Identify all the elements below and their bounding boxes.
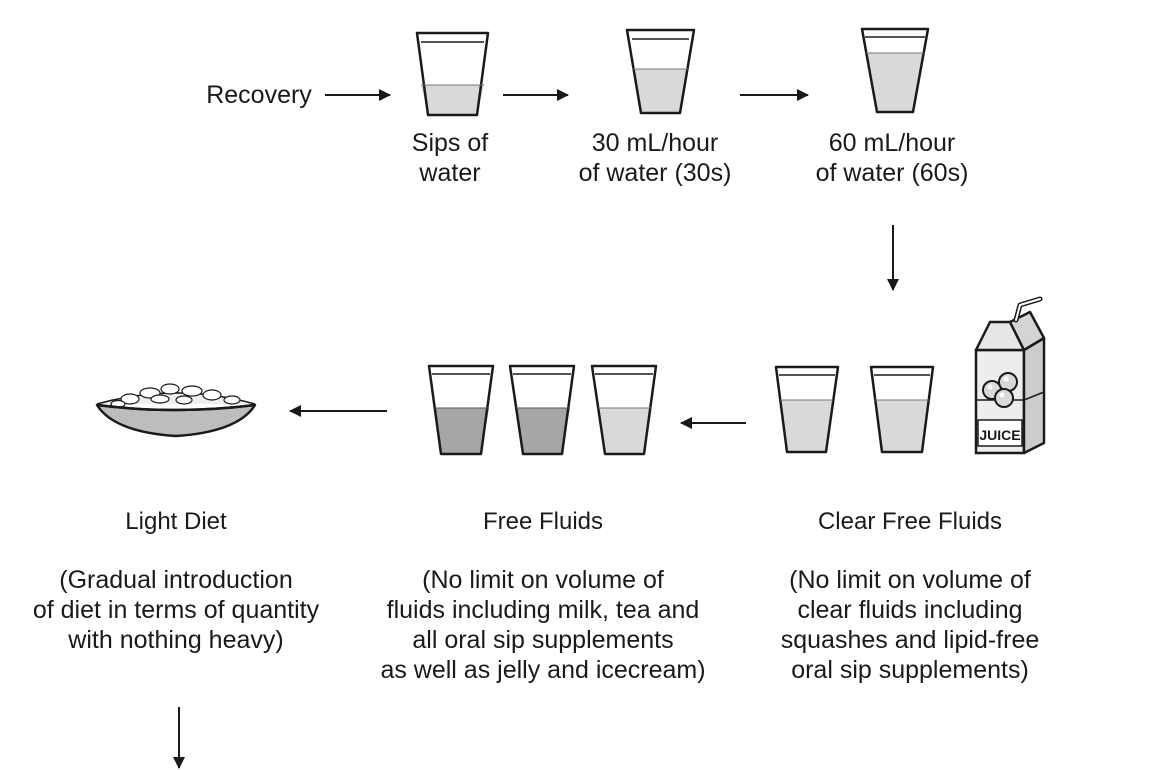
juice-label: JUICE [979, 427, 1020, 443]
clear-free-fluids-description: (No limit on volume of clear fluids incl… [770, 565, 1050, 685]
cup-60ml-per-hour [860, 27, 930, 114]
cup-clear-fluid-2 [869, 365, 935, 454]
cup-free-fluid-supplement [590, 364, 658, 456]
cup-free-fluid-milk [427, 364, 495, 456]
stage-label-line: 60 mL/hour [828, 129, 956, 157]
stage-60ml-label: 60 mL/hour of water (60s) [792, 128, 992, 188]
description-line: oral sip supplements) [791, 656, 1029, 684]
free-fluids-description: (No limit on volume of fluids including … [366, 565, 720, 685]
food-bowl-icon [95, 383, 257, 438]
description-line: as well as jelly and icecream) [380, 656, 706, 684]
stage-label-line: of water (30s) [578, 159, 732, 187]
description-line: with nothing heavy) [68, 626, 284, 654]
cup-30ml-per-hour [625, 28, 696, 115]
cup-sips-of-water [415, 31, 490, 117]
stage-30ml-label: 30 mL/hour of water (30s) [555, 128, 755, 188]
stage-label-line: of water (60s) [815, 159, 969, 187]
description-line: (Gradual introduction [59, 566, 293, 594]
stage-label-line: Sips of [411, 129, 489, 157]
description-line: (No limit on volume of [422, 566, 664, 594]
description-line: clear fluids including [797, 596, 1023, 624]
description-line: squashes and lipid-free [780, 626, 1040, 654]
stage-label-line: 30 mL/hour [591, 129, 719, 157]
juice-carton-icon: JUICE [974, 296, 1046, 455]
cup-clear-fluid-1 [774, 365, 840, 454]
description-line: all oral sip supplements [412, 626, 674, 654]
light-diet-description: (Gradual introduction of diet in terms o… [16, 565, 336, 655]
stage-label-line: water [419, 159, 481, 187]
recovery-label: Recovery [206, 81, 312, 109]
clear-free-fluids-title: Clear Free Fluids [817, 508, 1003, 535]
description-line: fluids including milk, tea and [386, 596, 700, 624]
description-line: (No limit on volume of [789, 566, 1031, 594]
description-line: of diet in terms of quantity [32, 596, 320, 624]
light-diet-title: Light Diet [125, 508, 227, 535]
stage-sips-of-water-label: Sips of water [370, 128, 530, 188]
free-fluids-title: Free Fluids [482, 508, 604, 535]
cup-free-fluid-tea [508, 364, 576, 456]
